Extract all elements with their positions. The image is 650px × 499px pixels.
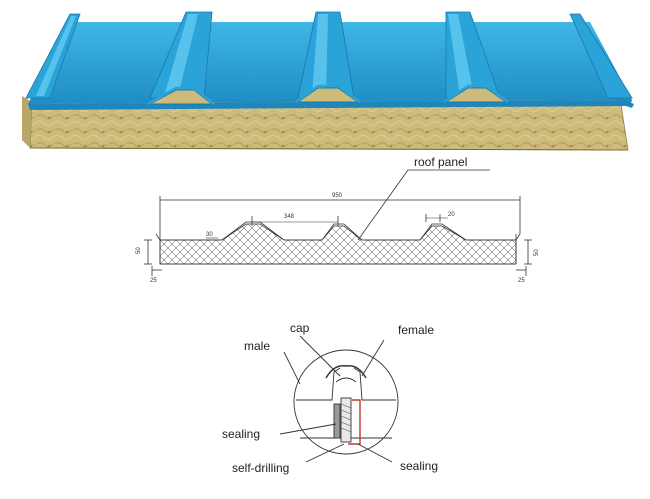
- sealing-strip-left: [333, 403, 341, 439]
- section-top-skin: [155, 221, 521, 241]
- dim-thickness-left: 50: [136, 247, 142, 254]
- label-sealing-left: sealing: [222, 427, 260, 441]
- dim-rib-spacing: 348: [284, 214, 295, 220]
- joint-detail: [279, 335, 399, 463]
- label-roof-panel: roof panel: [414, 155, 467, 169]
- panel-left-end: [22, 96, 32, 148]
- leader-roof-panel: [357, 169, 409, 241]
- rib-steel-caps: [147, 84, 509, 106]
- panel-illustration: [22, 11, 634, 151]
- dim-rib-top: 20: [448, 212, 455, 218]
- section-core: [159, 223, 517, 265]
- dim-edge-left: 25: [150, 278, 157, 284]
- dim-total-width: 950: [332, 193, 343, 199]
- panel-right-edge: [620, 98, 634, 108]
- panel-bottom-edge: [29, 147, 629, 151]
- cap-shape: [325, 365, 367, 379]
- sealing-strip-right: [348, 399, 361, 445]
- label-cap: cap: [290, 321, 310, 335]
- detail-circle: [293, 349, 399, 455]
- label-sealing-right: sealing: [400, 459, 438, 473]
- dim-thickness-right: 50: [534, 249, 540, 256]
- cross-section: [144, 169, 532, 276]
- label-female: female: [398, 323, 434, 337]
- dim-edge-right: 25: [518, 278, 525, 284]
- rib-profiles: [149, 87, 508, 105]
- dim-rib-height: 30: [206, 232, 213, 238]
- label-self-drilling: self-drilling: [232, 461, 289, 475]
- rib-highlights: [36, 14, 474, 96]
- label-male: male: [244, 339, 270, 353]
